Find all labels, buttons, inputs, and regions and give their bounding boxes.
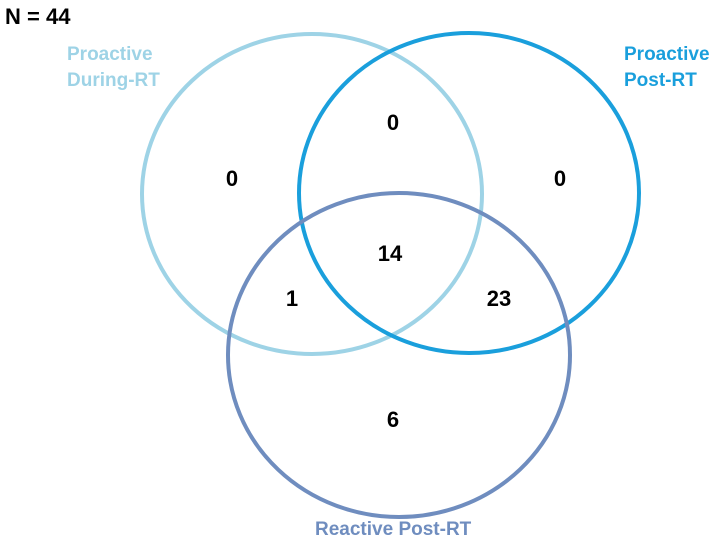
count-during-reactive: 1 <box>286 286 298 311</box>
count-proactive-post-only: 0 <box>554 166 566 191</box>
circle-reactive-post <box>226 191 572 519</box>
label-proactive-post-line1: Proactive <box>624 44 710 65</box>
label-proactive-during-line2: During-RT <box>67 70 160 91</box>
count-post-reactive: 23 <box>487 286 511 311</box>
label-proactive-during-line1: Proactive <box>67 44 153 65</box>
circle-proactive-post <box>297 31 641 355</box>
circle-proactive-during <box>140 32 484 356</box>
count-proactive-during-only: 0 <box>226 166 238 191</box>
count-all-three: 14 <box>378 241 403 266</box>
count-proactive-during-post: 0 <box>387 110 399 135</box>
total-count: N = 44 <box>5 4 71 29</box>
count-reactive-only: 6 <box>387 407 399 432</box>
label-proactive-post-line2: Post-RT <box>624 70 697 91</box>
label-reactive-post: Reactive Post-RT <box>315 519 472 540</box>
